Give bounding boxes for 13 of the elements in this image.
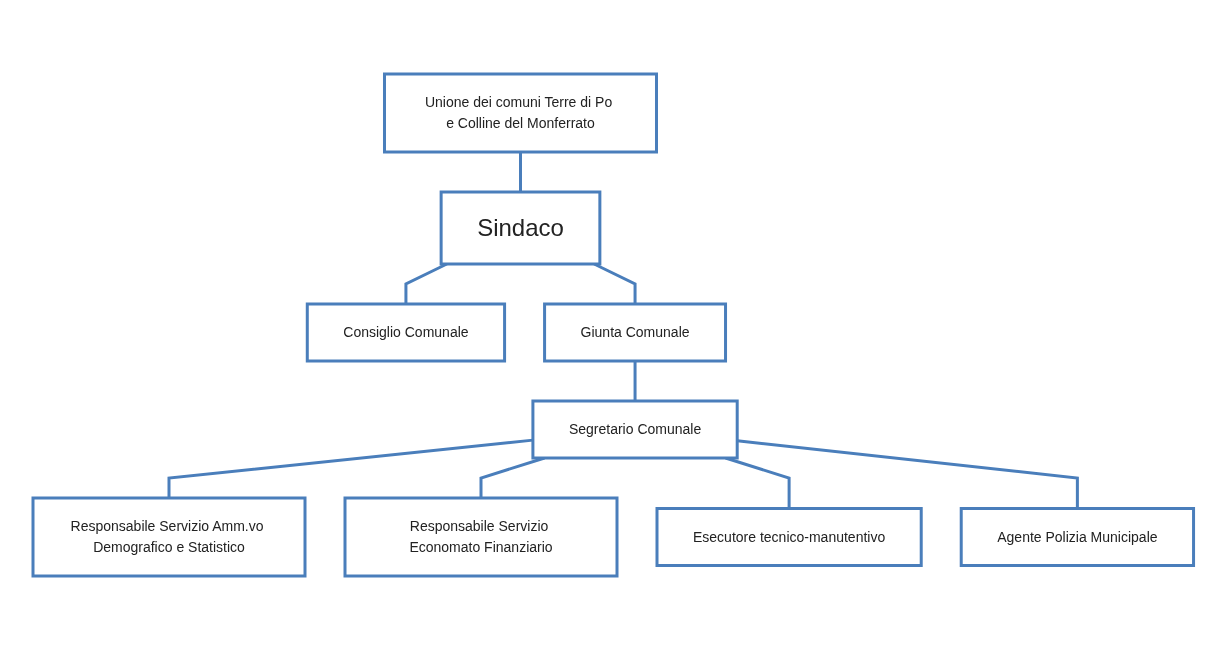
connector	[736, 439, 1079, 509]
node-box: Responsabile Servizio Economato Finanziario	[343, 496, 619, 578]
node-box: Consiglio Comunale	[305, 302, 506, 363]
node-box: Giunta Comunale	[542, 302, 727, 363]
connector	[167, 438, 533, 498]
node-box: Sindaco	[439, 190, 602, 266]
node-box: Segretario Comunale	[531, 399, 739, 460]
node-box: Agente Polizia Municipale	[959, 507, 1195, 567]
connector	[633, 361, 637, 401]
node-box: Responsabile Servizio Amm.vo Demografico e Statistico	[31, 496, 307, 578]
node-box: Unione dei comuni Terre di Po e Colline del Monferrato	[382, 72, 658, 154]
node-box: Esecutore tecnico-manutentivo	[655, 507, 923, 567]
connector	[518, 152, 522, 192]
